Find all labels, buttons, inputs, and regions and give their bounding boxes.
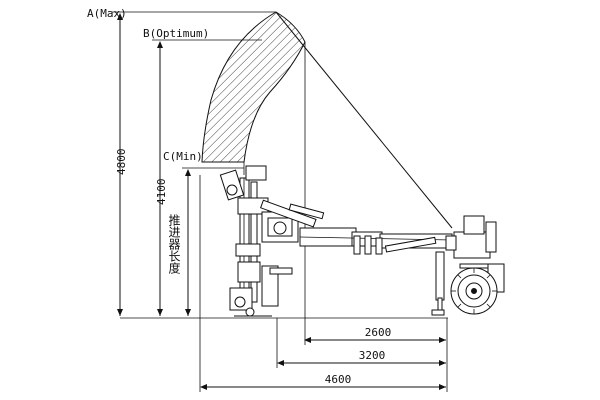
feed-length-label: 推进器长度 (167, 214, 181, 274)
dim-h-max-label: 4800 (115, 149, 128, 176)
reach-envelope (201, 11, 306, 175)
dimension-feed-length: 推进器长度 (167, 169, 191, 316)
width-extension-lines (199, 42, 448, 392)
label-c-min: C(Min) (163, 150, 203, 163)
height-extension-lines (112, 11, 448, 319)
dimension-h-max: 4800 (115, 13, 128, 316)
dimension-w-min: 2600 (304, 326, 446, 343)
dimension-w-max: 4600 (200, 373, 446, 390)
dim-h-opt-label: 4100 (155, 179, 168, 206)
label-a-max: A(Max) (87, 7, 127, 20)
dim-w-min-label: 2600 (365, 326, 392, 339)
dim-w-max-label: 4600 (325, 373, 352, 386)
reach-line (275, 11, 453, 229)
drill-rig (219, 165, 505, 317)
dim-w-opt-label: 3200 (359, 349, 386, 362)
dimension-h-opt: 4100 (155, 41, 168, 316)
label-b-optimum: B(Optimum) (143, 27, 209, 40)
dimension-w-opt: 3200 (277, 349, 446, 366)
